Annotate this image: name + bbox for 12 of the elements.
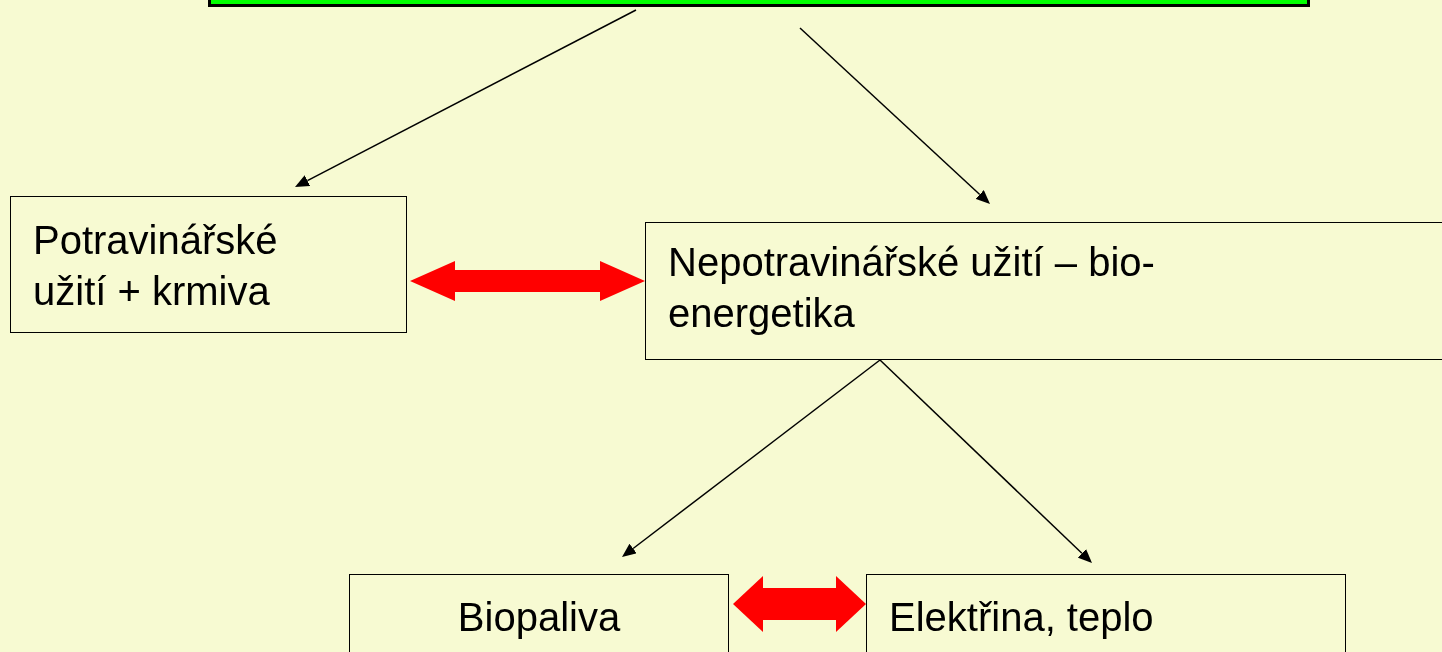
double-arrow	[733, 576, 866, 632]
arrow	[295, 9, 637, 187]
arrow	[879, 359, 1092, 563]
double-arrow	[410, 261, 645, 301]
box-label: Biopaliva	[456, 594, 622, 641]
box-label: Elektřina, teplo	[889, 594, 1155, 641]
arrow	[799, 27, 990, 204]
arrow	[622, 359, 881, 557]
box-label: Nepotravinářské užití – bio-energetika	[668, 239, 1156, 337]
process-box	[10, 196, 407, 333]
box-label: Potravinářské užití + krmiva	[33, 217, 279, 315]
process-box	[645, 222, 1442, 360]
